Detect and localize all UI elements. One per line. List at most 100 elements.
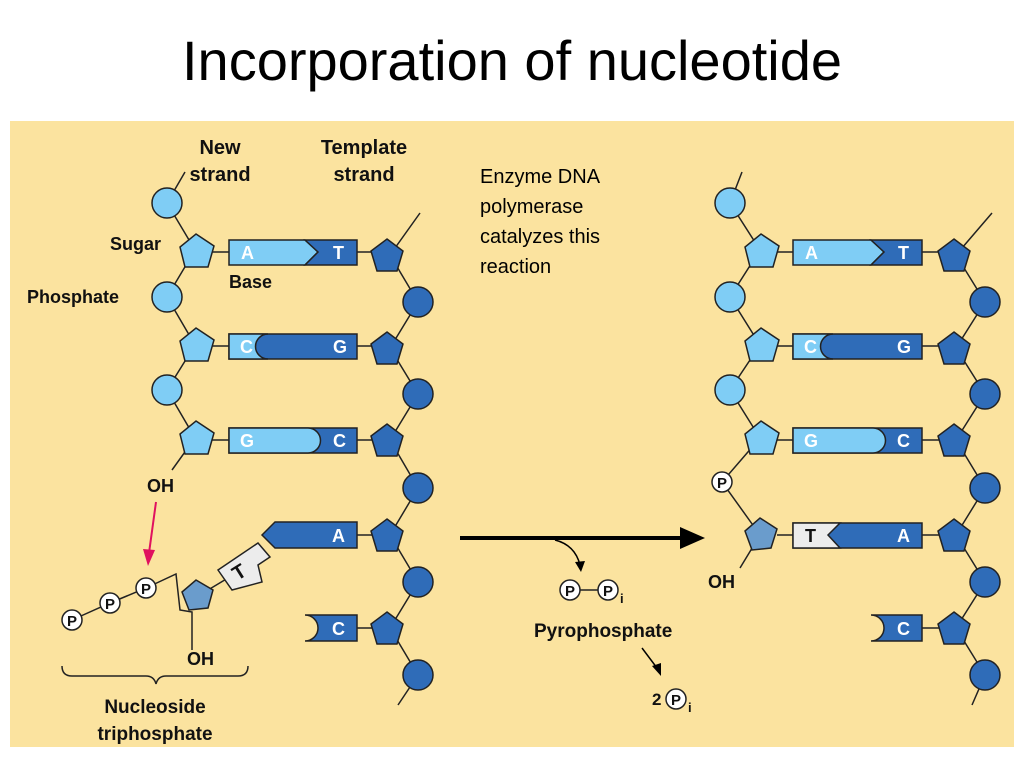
pyrophosphate-icon: P P i — [559, 579, 624, 606]
unpaired-base-right-C: C — [870, 614, 939, 642]
base-letter: T — [898, 243, 909, 263]
enzyme-note: catalyzes this — [480, 226, 600, 248]
sugar-pentagon — [744, 420, 780, 455]
enzyme-note: reaction — [480, 256, 551, 278]
svg-text:P: P — [141, 581, 151, 598]
nucleoside-triphosphate-label: Nucleoside — [104, 697, 205, 718]
base-letter: C — [332, 619, 345, 639]
hydrolysis-arrow — [641, 647, 658, 669]
svg-text:i: i — [620, 591, 624, 606]
phosphate-circle — [151, 187, 183, 219]
phosphate-circle — [402, 659, 434, 691]
phosphate-circle — [402, 378, 434, 410]
oh-label: OH — [708, 572, 735, 592]
red-arrow — [148, 501, 157, 554]
base-letter: A — [241, 243, 254, 263]
phosphate-p-icon: P — [99, 592, 121, 614]
base-letter: C — [897, 619, 910, 639]
sugar-pentagon — [937, 238, 971, 272]
base-letter: G — [804, 431, 818, 451]
unpaired-base-left-A: A — [260, 521, 372, 549]
base-pair-right-1: A T — [777, 239, 939, 266]
base-pair-right-3: G C — [777, 427, 939, 454]
base-pair-left-1: A T — [212, 239, 372, 266]
enzyme-note: polymerase — [480, 196, 583, 218]
curved-arrow-head — [575, 561, 585, 572]
svg-text:P: P — [717, 475, 727, 492]
two-pi-icon: 2 P i — [652, 688, 692, 715]
phosphate-circle — [151, 374, 183, 406]
base-pair-left-3: G C — [212, 427, 372, 454]
phosphate-p-icon: P — [61, 609, 83, 631]
svg-text:P: P — [105, 596, 115, 613]
base-letter: A — [897, 526, 910, 546]
base-letter: G — [240, 431, 254, 451]
svg-text:P: P — [671, 692, 681, 709]
phosphate-circle — [402, 472, 434, 504]
phosphate-p-icon: P — [135, 577, 157, 599]
sugar-pentagon — [937, 518, 971, 552]
slide-title: Incorporation of nucleotide — [182, 29, 842, 92]
hydrolysis-arrow-head — [652, 663, 661, 676]
phosphate-circle — [714, 374, 746, 406]
base-letter: C — [804, 337, 817, 357]
sugar-pentagon — [937, 331, 971, 365]
base-letter: G — [897, 337, 911, 357]
sugar-pentagon — [744, 233, 780, 268]
base-letter: A — [805, 243, 818, 263]
oh-label: OH — [147, 476, 174, 496]
sugar-pentagon — [937, 423, 971, 457]
phosphate-circle — [714, 187, 746, 219]
base-pair-right-2: C G — [777, 333, 939, 360]
phosphate-circle — [969, 472, 1001, 504]
pyrophosphate-label: Pyrophosphate — [534, 621, 672, 642]
phosphate-circle — [969, 378, 1001, 410]
phosphate-p-icon: P — [711, 471, 733, 493]
phosphate-circle — [402, 566, 434, 598]
svg-text:P: P — [565, 583, 575, 600]
template-strand-label: Template — [321, 137, 407, 159]
sugar-pentagon — [179, 233, 215, 268]
oh-label: OH — [187, 649, 214, 669]
sugar-pentagon — [370, 518, 404, 552]
phosphate-label: Phosphate — [27, 287, 119, 307]
incoming-base-T: T — [216, 542, 272, 591]
sugar-pentagon — [179, 327, 215, 362]
base-letter: C — [240, 337, 253, 357]
phosphate-circle — [969, 566, 1001, 598]
phosphate-circle — [402, 286, 434, 318]
red-arrow-head — [143, 549, 155, 566]
triphosphate-chain — [71, 572, 193, 650]
base-letter: A — [332, 526, 345, 546]
base-label: Base — [229, 272, 272, 292]
sugar-pentagon-incoming — [181, 579, 214, 611]
sugar-pentagon — [179, 420, 215, 455]
sugar-pentagon — [744, 517, 778, 551]
unpaired-base-left-C: C — [304, 614, 372, 642]
sugar-pentagon — [370, 423, 404, 457]
sugar-label: Sugar — [110, 234, 161, 254]
reaction-arrow-head — [680, 527, 705, 549]
svg-text:P: P — [603, 583, 613, 600]
sugar-pentagon — [937, 611, 971, 645]
sugar-pentagon — [370, 238, 404, 272]
sugar-pentagon — [370, 611, 404, 645]
base-letter: G — [333, 337, 347, 357]
enzyme-note: Enzyme DNA — [480, 166, 601, 188]
phosphate-circle — [714, 281, 746, 313]
svg-text:i: i — [688, 700, 692, 715]
nucleoside-triphosphate-label: triphosphate — [97, 724, 212, 745]
phosphate-circle — [969, 286, 1001, 318]
base-letter: T — [333, 243, 344, 263]
sugar-pentagon — [744, 327, 780, 362]
base-letter: T — [805, 526, 816, 546]
base-letter: C — [897, 431, 910, 451]
curved-arrow — [554, 539, 581, 566]
base-pair-left-2: C G — [212, 333, 372, 360]
phosphate-circle — [969, 659, 1001, 691]
base-letter: C — [333, 431, 346, 451]
phosphate-circle — [151, 281, 183, 313]
new-strand-label: New — [199, 137, 241, 159]
svg-text:P: P — [67, 613, 77, 630]
